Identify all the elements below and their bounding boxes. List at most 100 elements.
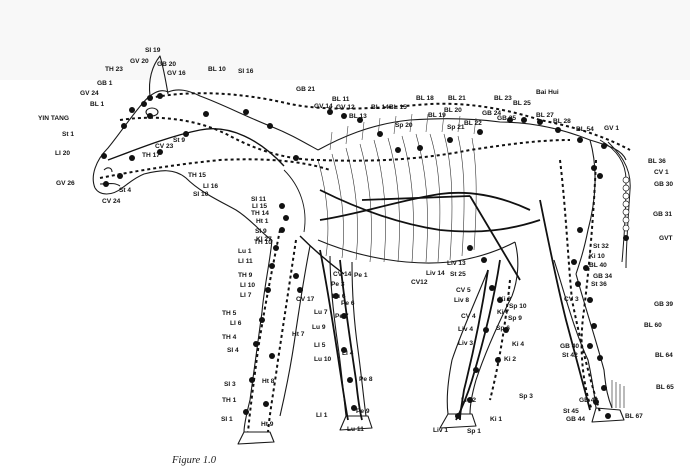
label-sp9: Sp 9: [508, 315, 522, 322]
label-lu6: Lu 6: [332, 293, 346, 300]
label-ht7: Ht 7: [292, 331, 304, 338]
label-liv3: Liv 3: [458, 340, 473, 347]
label-ki10: Ki 10: [589, 253, 605, 260]
label-ki4: Ki 4: [512, 341, 524, 348]
label-sp6: Sp 6: [496, 325, 510, 332]
label-bl11: BL 11: [332, 96, 349, 103]
label-bl54: BL 54: [576, 126, 594, 133]
label-li15: LI 15: [252, 203, 267, 210]
label-liv8: Liv 8: [454, 297, 469, 304]
label-li1: LI 1: [316, 412, 327, 419]
label-liv4: Liv 4: [458, 326, 473, 333]
label-bl36: BL 36: [648, 158, 666, 165]
label-ht1: Ht 1: [256, 218, 268, 225]
label-bl27: BL 27: [536, 112, 554, 119]
label-sp3: Sp 3: [519, 393, 533, 400]
label-st36: St 36: [591, 281, 607, 288]
label-bl65: BL 65: [656, 384, 674, 391]
label-th23: TH 23: [105, 66, 123, 73]
label-sp1: Sp 1: [467, 428, 481, 435]
label-lu7: Lu 7: [314, 309, 328, 316]
label-gb20: GB 20: [157, 61, 176, 68]
label-bl64: BL 64: [655, 352, 673, 359]
label-ki3: Ki 3: [499, 296, 511, 303]
label-liv13: Liv 13: [447, 260, 466, 267]
label-gb43: GB 43: [579, 397, 598, 404]
label-gb21: GB 21: [296, 86, 315, 93]
label-si3: SI 3: [224, 381, 236, 388]
label-yintang: YIN TANG: [38, 115, 69, 122]
label-cv14: CV 14: [333, 271, 351, 278]
label-pe3: Pe 3: [331, 281, 345, 288]
label-pe8: Pe 8: [359, 376, 373, 383]
label-cv4: CV 4: [461, 313, 476, 320]
label-gb39: GB 39: [654, 301, 673, 308]
label-si4: SI 4: [227, 347, 239, 354]
label-si16: SI 16: [238, 68, 253, 75]
label-st4: St 4: [119, 187, 131, 194]
label-bl40: BL 40: [589, 262, 607, 269]
label-th9: TH 9: [238, 272, 252, 279]
label-bl60: BL 60: [644, 322, 662, 329]
label-cv5: CV 5: [456, 287, 471, 294]
label-pe6: Pe 6: [341, 300, 355, 307]
label-gb25: GB 25: [497, 115, 516, 122]
label-li5: LI 5: [314, 342, 325, 349]
label-lu1: Lu 1: [238, 248, 252, 255]
label-bl15: BL 15: [389, 104, 407, 111]
label-baihui: Bai Hui: [536, 89, 559, 96]
label-bl21: BL 21: [448, 95, 466, 102]
label-si10: SI 10: [193, 191, 208, 198]
label-sp10: Sp 10: [509, 303, 527, 310]
label-st9: St 9: [173, 137, 185, 144]
label-pe1: Pe 1: [354, 272, 368, 279]
label-bl18: BL 18: [416, 95, 434, 102]
label-gb30: GB 30: [654, 181, 673, 188]
label-th17: TH 17: [142, 152, 160, 159]
label-liv2: Liv 2: [461, 397, 476, 404]
label-si9: SI 9: [255, 228, 267, 235]
label-gv1: GV 1: [604, 125, 619, 132]
label-gv26: GV 26: [56, 180, 75, 187]
label-pe7: Pe 7: [335, 313, 349, 320]
label-th14: TH 14: [251, 210, 269, 217]
figure-caption: Figure 1.0: [172, 455, 216, 466]
label-sp20: Sp 20: [395, 122, 413, 129]
label-gv24: GV 24: [80, 90, 99, 97]
label-si1: SI 1: [221, 416, 233, 423]
label-gb1: GB 1: [97, 80, 112, 87]
label-bl67: BL 67: [625, 413, 643, 420]
label-li16: LI 16: [203, 183, 218, 190]
label-li10: LI 10: [240, 282, 255, 289]
label-gv14: GV 14: [314, 103, 333, 110]
label-gb31: GB 31: [653, 211, 672, 218]
label-gv20: GV 20: [130, 58, 149, 65]
label-st25: St 25: [450, 271, 466, 278]
label-gv16: GV 16: [167, 70, 186, 77]
label-gb44: GB 44: [566, 416, 585, 423]
label-st45: St 45: [563, 408, 579, 415]
label-li11: LI 11: [238, 258, 253, 265]
label-ki1: Ki 1: [490, 416, 502, 423]
label-li6: LI 6: [230, 320, 241, 327]
label-bl13: BL 13: [349, 113, 367, 120]
label-gvt: GVT: [659, 235, 673, 242]
label-bl14: BL 14: [371, 104, 389, 111]
label-gv12: GV 12: [336, 104, 355, 111]
label-cv1: CV 1: [654, 169, 669, 176]
label-st42: St 42: [562, 352, 578, 359]
label-bl25: BL 25: [513, 100, 531, 107]
label-th5: TH 5: [222, 310, 236, 317]
label-th15: TH 15: [188, 172, 206, 179]
label-liv14: Liv 14: [426, 270, 445, 277]
label-th1: TH 1: [222, 397, 236, 404]
label-gb34: GB 34: [593, 273, 612, 280]
label-si19: SI 19: [145, 47, 160, 54]
label-bl28: BL 28: [553, 118, 571, 125]
label-li7: LI 7: [240, 292, 251, 299]
label-sp21: Sp 21: [447, 124, 465, 131]
label-th4: TH 4: [222, 334, 236, 341]
label-cv23: CV 23: [155, 143, 173, 150]
label-ht9: Ht 9: [261, 421, 273, 428]
